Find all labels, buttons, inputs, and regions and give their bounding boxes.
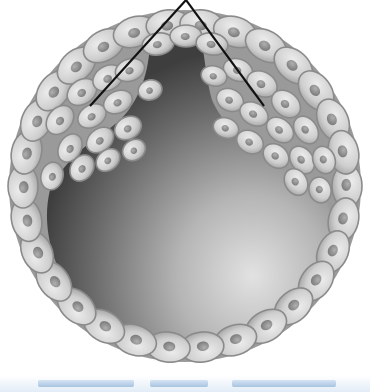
nucleus xyxy=(181,33,190,40)
nucleus xyxy=(341,179,351,191)
nucleus xyxy=(19,181,29,193)
strip-segment xyxy=(232,380,336,387)
strip-segment xyxy=(150,380,208,387)
strip-segment xyxy=(38,380,134,387)
